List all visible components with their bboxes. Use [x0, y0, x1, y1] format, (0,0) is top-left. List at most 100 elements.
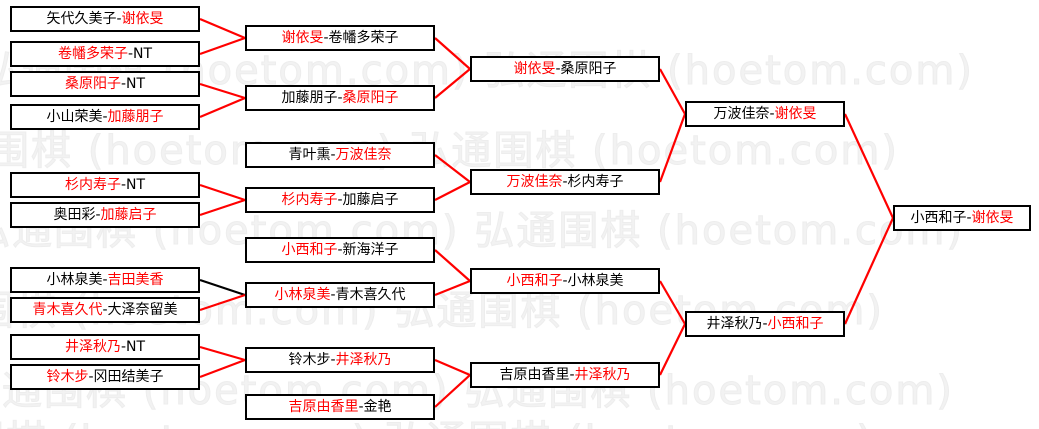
- name-separator: -: [102, 109, 108, 125]
- name-separator: -: [127, 46, 134, 62]
- connector-line: [199, 183, 246, 202]
- match-label: 小林泉美-吉田美香: [46, 273, 163, 287]
- match-box[interactable]: 谢依旻-桑原阳子: [470, 56, 660, 82]
- match-box[interactable]: 小林泉美-吉田美香: [10, 267, 200, 293]
- match-box[interactable]: 小西和子-小林泉美: [470, 268, 660, 294]
- connector-line: [199, 17, 246, 40]
- player-left: 万波佳奈: [506, 174, 563, 190]
- player-left: 铃木步: [288, 352, 331, 368]
- player-right: 加藤启子: [100, 207, 157, 223]
- connector-line: [199, 358, 246, 379]
- name-separator: -: [102, 272, 108, 288]
- connector-line: [199, 293, 246, 312]
- player-left: 加藤朋子: [281, 90, 338, 106]
- player-left: 青木喜久代: [32, 302, 103, 318]
- match-box[interactable]: 铃木步-冈田结美子: [10, 364, 200, 390]
- match-box[interactable]: 谢依旻-卷幡多荣子: [245, 25, 435, 51]
- player-left: 吉原由香里: [288, 399, 359, 415]
- match-label: 加藤朋子-桑原阳子: [281, 91, 398, 105]
- match-label: 青木喜久代-大泽奈留美: [32, 303, 177, 317]
- player-right: 冈田结美子: [93, 369, 164, 385]
- match-box[interactable]: 小西和子-新海洋子: [245, 237, 435, 263]
- player-left: 井泽秋乃: [706, 316, 763, 332]
- player-right: 杉内寿子: [567, 174, 624, 190]
- player-left: 小林泉美: [274, 287, 331, 303]
- player-right: NT: [133, 46, 153, 62]
- name-separator: -: [88, 369, 94, 385]
- name-separator: -: [120, 339, 127, 355]
- name-separator: -: [562, 174, 568, 190]
- match-label: 小林泉美-青木喜久代: [274, 288, 405, 302]
- match-box[interactable]: 万波佳奈-谢依旻: [685, 101, 845, 127]
- match-box[interactable]: 小西和子-谢依旻: [893, 205, 1031, 231]
- name-separator: -: [358, 399, 364, 415]
- name-separator: -: [337, 90, 343, 106]
- connector-line: [843, 217, 895, 325]
- match-label: 杉内寿子-加藤启子: [281, 193, 398, 207]
- match-box[interactable]: 桑原阳子-NT: [10, 71, 200, 97]
- connector-line: [199, 96, 246, 119]
- match-label: 井泽秋乃-NT: [65, 340, 145, 354]
- match-box[interactable]: 吉原由香里-井泽秋乃: [470, 362, 660, 388]
- player-left: 井泽秋乃: [64, 339, 121, 355]
- name-separator: -: [966, 210, 972, 226]
- name-separator: -: [102, 302, 108, 318]
- match-label: 铃木步-井泽秋乃: [288, 353, 391, 367]
- player-left: 吉原由香里: [499, 367, 570, 383]
- match-box[interactable]: 小山荣美-加藤朋子: [10, 104, 200, 130]
- connector-line: [434, 37, 471, 70]
- match-box[interactable]: 杉内寿子-加藤启子: [245, 187, 435, 213]
- player-right: 吉田美香: [107, 272, 164, 288]
- player-right: 井泽秋乃: [574, 367, 631, 383]
- match-box[interactable]: 井泽秋乃-NT: [10, 334, 200, 360]
- match-box[interactable]: 加藤朋子-桑原阳子: [245, 85, 435, 111]
- match-box[interactable]: 小林泉美-青木喜久代: [245, 282, 435, 308]
- name-separator: -: [337, 242, 343, 258]
- player-left: 谢依旻: [513, 61, 556, 77]
- match-box[interactable]: 青木喜久代-大泽奈留美: [10, 297, 200, 323]
- connector-line: [659, 68, 686, 115]
- match-label: 谢依旻-桑原阳子: [513, 62, 616, 76]
- connector-line: [199, 278, 246, 297]
- match-label: 小山荣美-加藤朋子: [46, 110, 163, 124]
- player-right: NT: [126, 76, 146, 92]
- match-box[interactable]: 万波佳奈-杉内寿子: [470, 169, 660, 195]
- player-left: 青叶熏: [288, 147, 331, 163]
- connector-line: [434, 249, 471, 282]
- connector-line: [434, 358, 471, 377]
- match-label: 青叶熏-万波佳奈: [288, 148, 391, 162]
- player-left: 谢依旻: [281, 30, 324, 46]
- player-left: 卷幡多荣子: [57, 46, 128, 62]
- match-label: 小西和子-新海洋子: [281, 243, 398, 257]
- watermark-text: 弘通围棋 (hoetom.com) 弘通围棋 (hoetom.com): [0, 408, 874, 429]
- match-box[interactable]: 铃木步-井泽秋乃: [245, 347, 435, 373]
- match-label: 万波佳奈-杉内寿子: [506, 175, 623, 189]
- name-separator: -: [555, 61, 561, 77]
- player-right: 青木喜久代: [335, 287, 406, 303]
- match-box[interactable]: 矢代久美子-谢依旻: [10, 6, 200, 32]
- match-box[interactable]: 青叶熏-万波佳奈: [245, 142, 435, 168]
- player-right: 桑原阳子: [560, 61, 617, 77]
- player-left: 铃木步: [46, 369, 89, 385]
- match-box[interactable]: 奥田彩-加藤启子: [10, 202, 200, 228]
- name-separator: -: [330, 147, 336, 163]
- match-box[interactable]: 卷幡多荣子-NT: [10, 41, 200, 67]
- match-box[interactable]: 吉原由香里-金艳: [245, 394, 435, 420]
- connector-line: [434, 154, 471, 183]
- match-label: 万波佳奈-谢依旻: [713, 107, 816, 121]
- connector-line: [199, 345, 246, 362]
- name-separator: -: [116, 11, 122, 27]
- name-separator: -: [337, 192, 343, 208]
- name-separator: -: [769, 106, 775, 122]
- player-right: 万波佳奈: [335, 147, 392, 163]
- match-label: 小西和子-谢依旻: [910, 211, 1013, 225]
- connector-line: [199, 198, 246, 217]
- player-right: 井泽秋乃: [335, 352, 392, 368]
- player-right: 加藤朋子: [107, 109, 164, 125]
- connector-line: [434, 181, 471, 201]
- match-box[interactable]: 井泽秋乃-小西和子: [685, 311, 845, 337]
- player-left: 小西和子: [281, 242, 338, 258]
- match-label: 铃木步-冈田结美子: [46, 370, 163, 384]
- name-separator: -: [569, 367, 575, 383]
- match-box[interactable]: 杉内寿子-NT: [10, 172, 200, 198]
